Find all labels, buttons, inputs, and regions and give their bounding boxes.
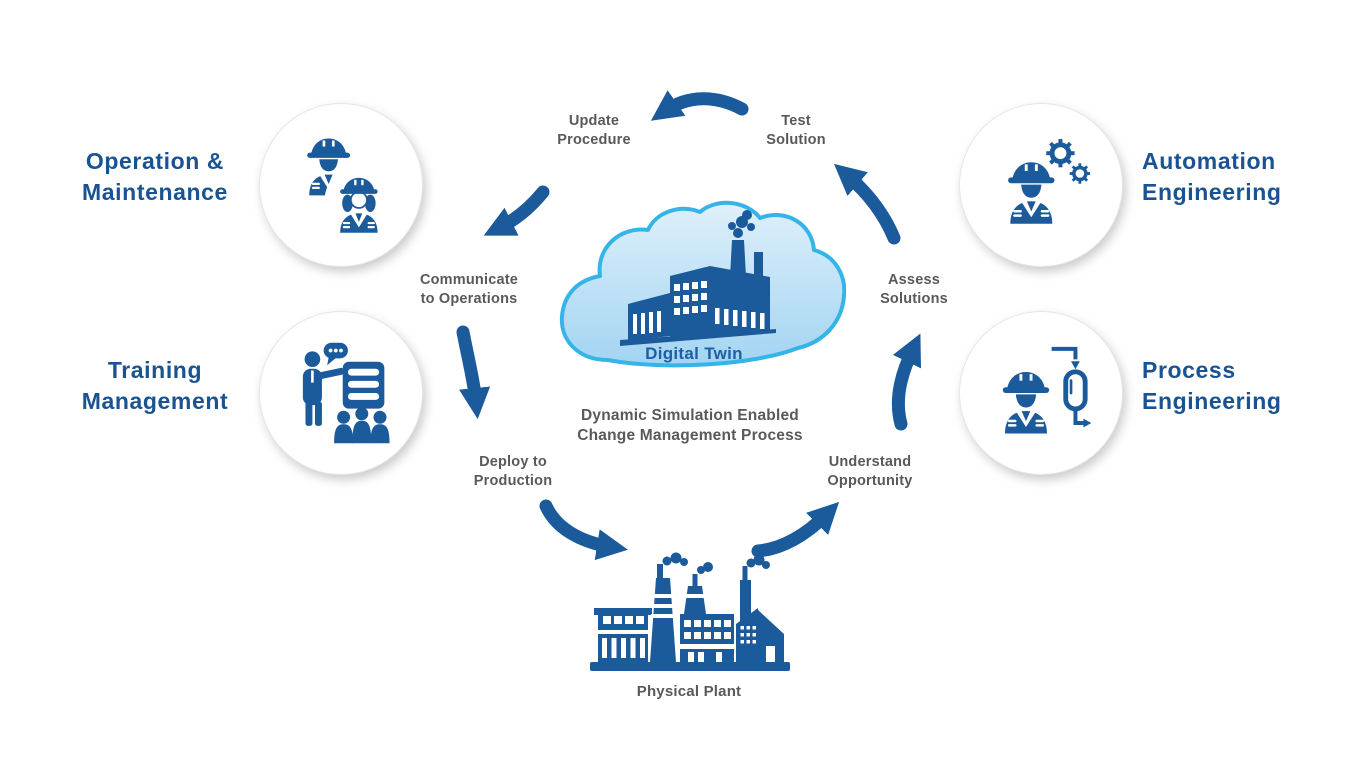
role-circle-operation-maintenance bbox=[259, 103, 423, 267]
arrow-deploy-to-plant bbox=[539, 499, 628, 561]
step-line: Communicate bbox=[419, 272, 519, 288]
role-circle-automation-engineering bbox=[959, 103, 1123, 267]
diagram-caption: Dynamic Simulation Enabled Change Manage… bbox=[510, 406, 870, 445]
caption-line: Change Management Process bbox=[577, 426, 803, 444]
digital-twin-factory-icon bbox=[620, 210, 776, 346]
step-line: Procedure bbox=[557, 132, 631, 148]
step-test-solution: Test Solution bbox=[716, 112, 876, 150]
role-circle-process-engineering bbox=[959, 311, 1123, 475]
digital-twin-cloud: Digital Twin bbox=[556, 200, 847, 385]
role-heading-operation-maintenance: Operation & Maintenance bbox=[30, 146, 280, 208]
role-heading-automation-engineering: Automation Engineering bbox=[1142, 146, 1362, 208]
step-line: Test bbox=[781, 113, 811, 129]
step-line: Understand bbox=[828, 454, 912, 470]
step-assess-solutions: Assess Solutions bbox=[824, 271, 1004, 309]
role-heading-line: Operation & bbox=[85, 148, 225, 174]
physical-plant-label: Physical Plant bbox=[636, 683, 742, 700]
step-line: Deploy to bbox=[479, 454, 547, 470]
step-line: Update bbox=[568, 113, 620, 129]
cloud-graphic bbox=[559, 200, 847, 368]
physical-plant-icon bbox=[590, 552, 790, 671]
worker-vessel-icon bbox=[1002, 346, 1092, 434]
role-heading-line: Management bbox=[81, 388, 229, 414]
arrow-communicate-to-deploy bbox=[456, 325, 491, 420]
role-heading-line: Process bbox=[1142, 357, 1236, 383]
step-line: Solutions bbox=[880, 291, 948, 307]
role-heading-process-engineering: Process Engineering bbox=[1142, 355, 1362, 417]
arrow-understand-to-assess bbox=[891, 333, 922, 431]
cloud-label: Digital Twin bbox=[645, 344, 743, 363]
step-understand-opportunity: Understand Opportunity bbox=[780, 453, 960, 491]
role-heading-training-management: Training Management bbox=[30, 355, 280, 417]
trainer-presentation-icon bbox=[302, 342, 390, 444]
two-workers-icon bbox=[307, 138, 393, 235]
role-heading-line: Engineering bbox=[1142, 388, 1282, 414]
step-line: Production bbox=[473, 473, 553, 489]
step-line: Solution bbox=[766, 132, 826, 148]
step-communicate-to-operations: Communicate to Operations bbox=[379, 271, 559, 309]
caption-line: Dynamic Simulation Enabled bbox=[581, 407, 799, 424]
arrow-update-to-communicate bbox=[483, 185, 550, 236]
arrow-test-to-update bbox=[650, 90, 749, 121]
step-deploy-to-production: Deploy to Production bbox=[423, 453, 603, 491]
arrow-assess-to-test bbox=[833, 163, 901, 245]
arrow-plant-to-understand bbox=[751, 501, 840, 558]
step-line: to Operations bbox=[420, 291, 518, 307]
worker-gears-icon bbox=[1008, 132, 1092, 224]
role-heading-line: Training bbox=[107, 357, 203, 383]
step-line: Assess bbox=[888, 272, 940, 288]
physical-plant bbox=[588, 552, 792, 677]
step-line: Opportunity bbox=[827, 473, 913, 489]
role-heading-line: Maintenance bbox=[82, 179, 228, 205]
role-heading-line: Automation bbox=[1142, 148, 1276, 174]
role-circle-training-management bbox=[259, 311, 423, 475]
role-heading-line: Engineering bbox=[1142, 179, 1282, 205]
step-update-procedure: Update Procedure bbox=[514, 112, 674, 150]
